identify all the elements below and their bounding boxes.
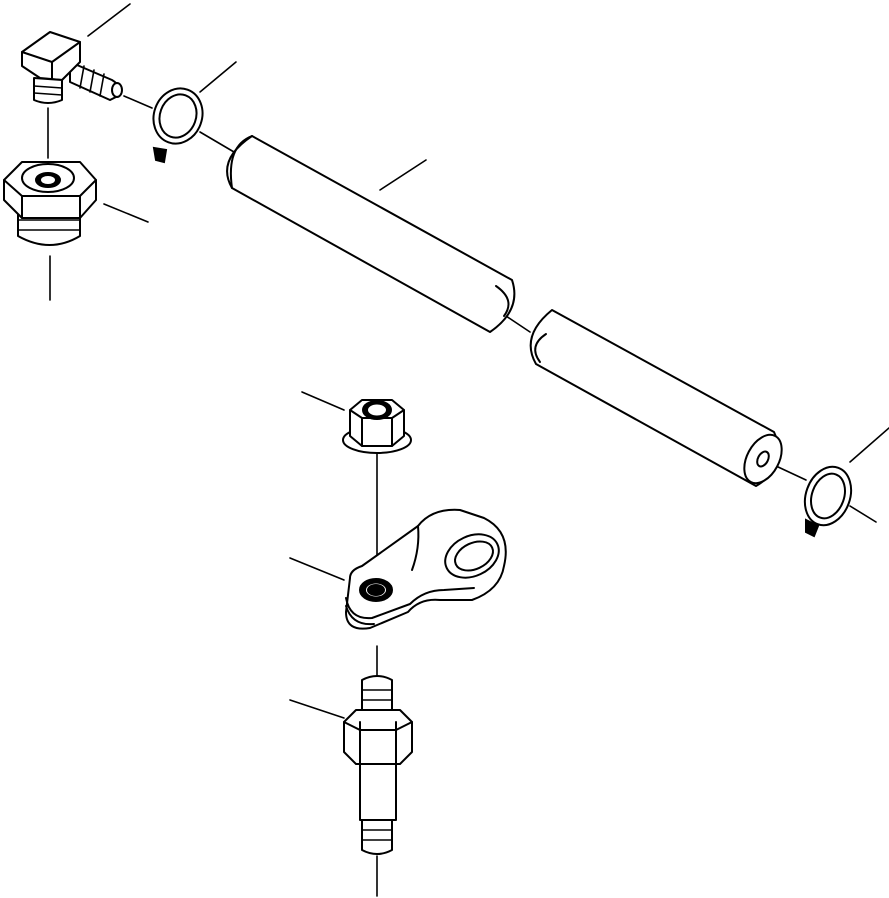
leader-nut (301, 391, 345, 411)
leader-clip (289, 557, 345, 581)
leader-clamp-right (849, 427, 889, 463)
axis-clamp-end (849, 505, 877, 523)
leader-stud (289, 699, 345, 719)
hose-right-segment (529, 309, 783, 487)
hose-bore (756, 450, 770, 468)
hose-left-body (226, 135, 516, 333)
hose-end-face (743, 433, 783, 485)
clamp-screw (152, 146, 168, 164)
tube-clip (345, 508, 507, 630)
elbow-barb (69, 61, 121, 101)
stud (343, 675, 413, 855)
hose-clamp-upper (152, 87, 204, 164)
stud-top-thread (361, 675, 393, 711)
leader-bushing (103, 203, 149, 223)
leader-elbow (87, 3, 131, 37)
hose-clamp-right (803, 465, 853, 538)
axis-elbow-clamp (123, 95, 153, 109)
elbow-body (21, 31, 81, 81)
leader-clamp-top (199, 61, 237, 93)
elbow-fitting (21, 31, 123, 104)
elbow-thread (33, 77, 63, 104)
stud-shank (359, 763, 397, 821)
axis-clamp-hose (199, 131, 235, 153)
hose-right-body (529, 309, 781, 487)
clamp-band-right (803, 465, 853, 527)
axis-hose-clamp (775, 465, 807, 481)
axis-lines (47, 95, 877, 897)
leader-hose (379, 159, 427, 191)
flange-nut (342, 399, 412, 454)
stud-bottom-thread (361, 819, 393, 855)
reducer-bushing (3, 161, 97, 246)
leader-lines (87, 3, 889, 719)
clamp-screw-right (805, 518, 820, 538)
stud-hex (343, 709, 413, 765)
hose-left-segment (226, 135, 516, 333)
